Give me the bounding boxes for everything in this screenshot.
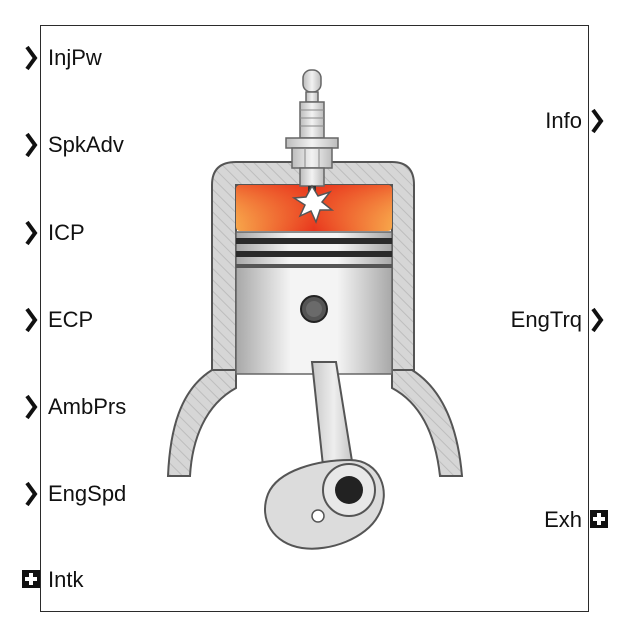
output-port-engtrq: EngTrq [510,307,582,332]
chevron-right-icon[interactable] [24,219,38,247]
chevron-right-icon[interactable] [590,107,604,135]
physical-port-exh: Exh [544,507,582,532]
cylinder-wall [211,161,415,371]
conserving-port-icon[interactable] [22,570,40,588]
chevron-right-icon[interactable] [24,44,38,72]
physical-port-intk: Intk [48,567,84,592]
crankcase-wall-left [166,369,237,477]
spark-plug-tip [302,69,322,93]
output-port-info: Info [545,108,582,133]
input-port-engspd: EngSpd [48,481,127,506]
input-port-injpw: InjPw [48,45,102,70]
piston-ring [236,264,392,268]
chevron-right-icon[interactable] [24,393,38,421]
input-port-icp: ICP [48,220,85,245]
conserving-port-icon[interactable] [590,510,608,528]
input-port-spkadv: SpkAdv [48,132,124,157]
piston-ring [236,238,392,244]
input-port-ambprs: AmbPrs [48,394,127,419]
crank-pin [311,509,325,523]
chevron-right-icon[interactable] [24,306,38,334]
chevron-right-icon[interactable] [590,306,604,334]
chevron-right-icon[interactable] [24,480,38,508]
spark-icon [291,184,335,225]
crankcase-wall-right [391,369,464,477]
piston-ring [236,251,392,257]
chevron-right-icon[interactable] [24,131,38,159]
input-port-ecp: ECP [48,307,94,332]
